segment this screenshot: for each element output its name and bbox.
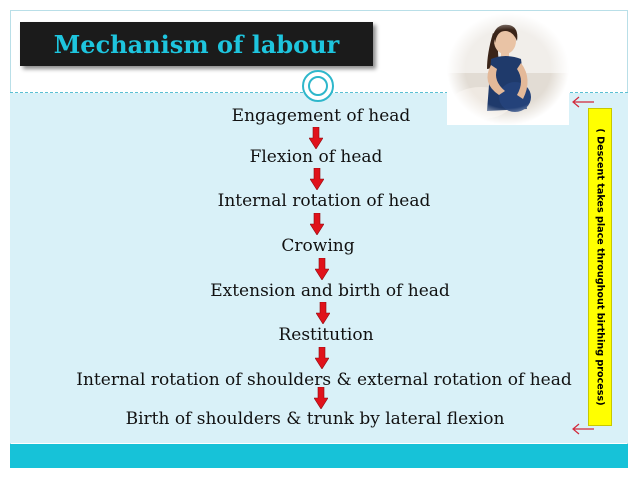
red-down-arrow-icon — [315, 258, 329, 280]
step-flexion: Flexion of head — [249, 147, 383, 167]
slide-title: Mechanism of labour — [53, 29, 340, 59]
footer-bar — [10, 444, 628, 468]
descent-note: ( Descent takes place throughout birthin… — [594, 128, 606, 406]
red-down-arrow-icon — [316, 302, 330, 324]
pregnant-woman-photo — [447, 13, 569, 125]
title-box: Mechanism of labour — [20, 22, 373, 66]
red-down-arrow-icon — [315, 347, 329, 369]
step-engagement: Engagement of head — [231, 106, 411, 126]
red-down-arrow-icon — [314, 387, 328, 409]
step-restitution: Restitution — [278, 325, 374, 345]
step-crowing: Crowing — [281, 236, 355, 256]
step-shoulder-rotation: Internal rotation of shoulders & externa… — [76, 370, 572, 390]
step-birth-shoulders: Birth of shoulders & trunk by lateral fl… — [125, 409, 505, 429]
left-arrow-icon — [572, 96, 594, 108]
red-down-arrow-icon — [309, 127, 323, 149]
descent-note-box: ( Descent takes place throughout birthin… — [588, 108, 612, 426]
red-down-arrow-icon — [310, 213, 324, 235]
red-down-arrow-icon — [310, 168, 324, 190]
left-arrow-icon — [572, 423, 594, 435]
step-internal-rotation: Internal rotation of head — [217, 191, 431, 211]
step-extension: Extension and birth of head — [210, 281, 450, 301]
circle-badge-icon — [302, 70, 334, 102]
